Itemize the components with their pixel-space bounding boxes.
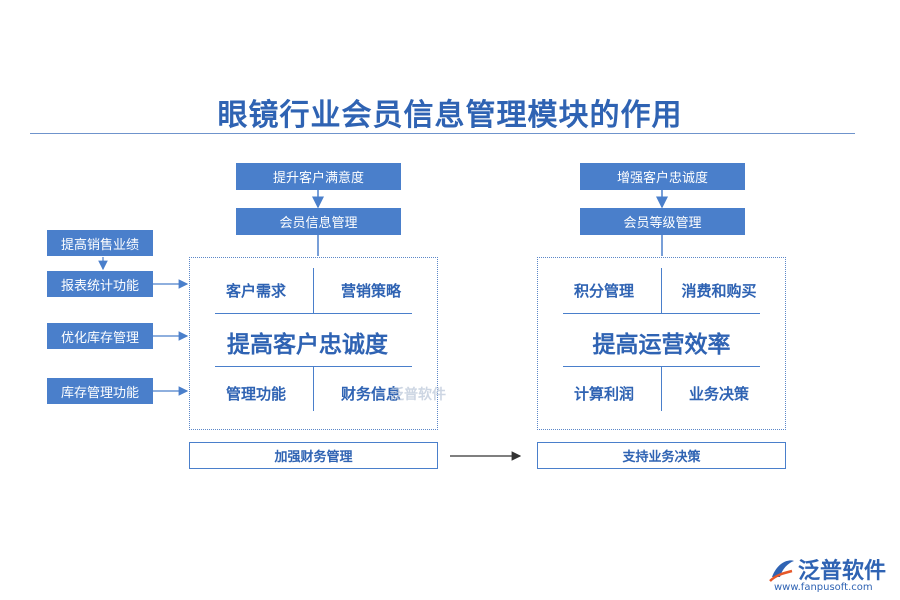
title-divider [30,133,855,134]
left-top-box: 提升客户满意度 [236,163,401,190]
right-vdivider-top [661,268,662,313]
left-center-text: 提高客户忠诚度 [227,332,388,358]
right-vdivider-bottom [661,366,662,411]
right-second-box: 会员等级管理 [580,208,745,235]
cell-customer-needs: 客户需求 [225,281,286,300]
side-item-reports: 报表统计功能 [47,271,153,297]
left-dotted-panel [189,257,438,430]
right-top-box: 增强客户忠诚度 [580,163,745,190]
left-divider-top [215,313,412,314]
page-title: 眼镜行业会员信息管理模块的作用 [217,98,683,133]
watermark: 泛普软件 [390,384,446,404]
brand-logo: 泛普软件 www.fanpusoft.com [768,553,893,595]
left-vdivider-bottom [313,366,314,411]
cell-consumption-purchase: 消费和购买 [681,281,757,300]
left-second-box: 会员信息管理 [236,208,401,235]
side-item-inventory-function: 库存管理功能 [47,378,153,404]
right-divider-top [563,313,760,314]
logo-name: 泛普软件 [798,559,887,584]
left-bottom-box: 加强财务管理 [189,442,438,469]
right-dotted-panel [537,257,786,430]
left-vdivider-top [313,268,314,313]
side-item-inventory-optimize: 优化库存管理 [47,323,153,349]
cell-financial-info: 财务信息 [340,384,401,403]
side-item-sales: 提高销售业绩 [47,230,153,256]
right-center-text: 提高运营效率 [592,332,731,358]
cell-points-management: 积分管理 [573,281,634,300]
logo-url: www.fanpusoft.com [774,582,873,593]
watermark-text: 泛普软件 [390,387,446,403]
cell-calculate-profit: 计算利润 [573,384,634,403]
cell-management-function: 管理功能 [225,384,286,403]
right-bottom-box: 支持业务决策 [537,442,786,469]
cell-business-decision: 业务决策 [688,384,749,403]
fanpu-logo-icon [769,560,794,582]
cell-marketing-strategy: 营销策略 [340,281,401,300]
